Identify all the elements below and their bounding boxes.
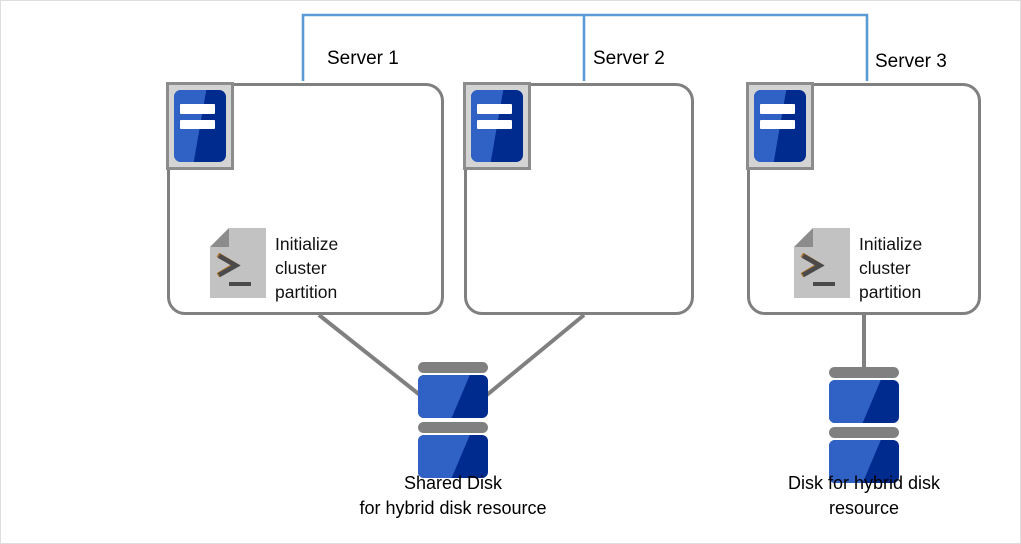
- server-label-1: Server 1: [327, 48, 399, 69]
- hybrid-disk-icon[interactable]: [829, 367, 899, 483]
- disk-unit: [829, 367, 899, 423]
- shared-disk-icon[interactable]: [418, 362, 488, 478]
- connector-server2-shared-disk: [480, 313, 586, 401]
- script-document-icon: [794, 228, 850, 298]
- disk-unit: [418, 362, 488, 418]
- server-box-1[interactable]: Initialize cluster partition: [166, 82, 444, 315]
- script-document-icon: [210, 228, 266, 298]
- server-box-3[interactable]: Initialize cluster partition: [746, 82, 981, 315]
- server-machine-icon: [166, 82, 234, 170]
- server-label-3: Server 3: [875, 51, 947, 72]
- shared-disk-caption: Shared Disk for hybrid disk resource: [359, 473, 547, 518]
- disk-unit: [418, 422, 488, 478]
- disk-unit: [829, 427, 899, 483]
- task-label: Initialize cluster partition: [275, 234, 339, 302]
- server-machine-icon: [463, 82, 531, 170]
- hybrid-disk-caption: Disk for hybrid disk resource: [787, 473, 941, 518]
- task-initialize-cluster-partition-1: Initialize cluster partition: [210, 228, 338, 304]
- task-label: Initialize cluster partition: [859, 234, 923, 302]
- server-label-2: Server 2: [593, 48, 665, 69]
- connector-server1-shared-disk: [317, 313, 427, 401]
- server-box-2[interactable]: [463, 82, 694, 315]
- server-machine-icon: [746, 82, 814, 170]
- task-initialize-cluster-partition-3: Initialize cluster partition: [794, 228, 922, 304]
